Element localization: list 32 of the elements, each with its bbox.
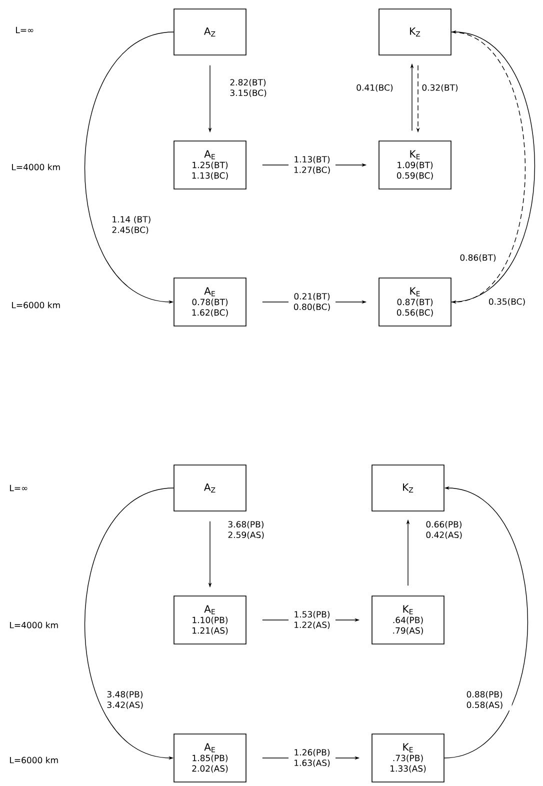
distance-label: L=6000 km xyxy=(10,756,58,764)
state-box: A$_{E}$ 1.25(BT) 1.13(BC) xyxy=(174,140,246,190)
edge-label: 0.41(BC) xyxy=(354,82,395,94)
state-box: A$_{E}$ 1.85(PB) 2.02(AS) xyxy=(174,734,246,782)
distance-label: L=∞ xyxy=(10,484,28,492)
edge-label: 0.88(PB) 0.58(AS) xyxy=(464,689,512,711)
distance-label: L=4000 km xyxy=(12,164,60,170)
distance-label: L=∞ xyxy=(16,26,34,34)
distance-label: L=6000 km xyxy=(12,302,60,308)
state-box: K$_{E}$ 0.87(BT) 0.56(BC) xyxy=(378,278,452,326)
edge-label: 1.53(PB) 1.22(AS) xyxy=(288,609,336,631)
edge-label: 0.35(BC) xyxy=(486,296,528,308)
edge-label: 0.21(BT) 0.80(BC) xyxy=(288,291,336,313)
edge-label: 0.32(BT) xyxy=(420,82,460,94)
edge-label: 3.68(PB) 2.59(AS) xyxy=(226,519,274,541)
edge-label: 2.82(BT) 3.15(BC) xyxy=(228,77,276,99)
state-box: K$_{Z}$ xyxy=(372,464,444,512)
edge-label: 0.86(BT) xyxy=(458,252,498,264)
edge-label: 0.66(PB) 0.42(AS) xyxy=(424,519,472,541)
state-box: A$_{Z}$ xyxy=(174,464,246,512)
state-box: A$_{Z}$ xyxy=(174,8,246,56)
distance-label: L=4000 km xyxy=(10,622,58,628)
edge-label: 1.13(BT) 1.27(BC) xyxy=(288,154,336,176)
state-box: A$_{E}$ 1.10(PB) 1.21(AS) xyxy=(174,596,246,644)
edge-label: 3.48(PB) 3.42(AS) xyxy=(105,689,152,711)
state-box: K$_{E}$ .73(PB) 1.33(AS) xyxy=(372,734,444,782)
state-box: K$_{E}$ 1.09(BT) 0.59(BC) xyxy=(378,140,452,190)
state-box: A$_{E}$ 0.78(BT) 1.62(BC) xyxy=(174,278,246,326)
state-box: K$_{E}$ .64(PB) .79(AS) xyxy=(372,596,444,644)
edge-label: 1.14 (BT) 2.45(BC) xyxy=(110,214,160,236)
edge-label: 1.26(PB) 1.63(AS) xyxy=(288,747,336,769)
state-box: K$_{Z}$ xyxy=(378,8,452,56)
